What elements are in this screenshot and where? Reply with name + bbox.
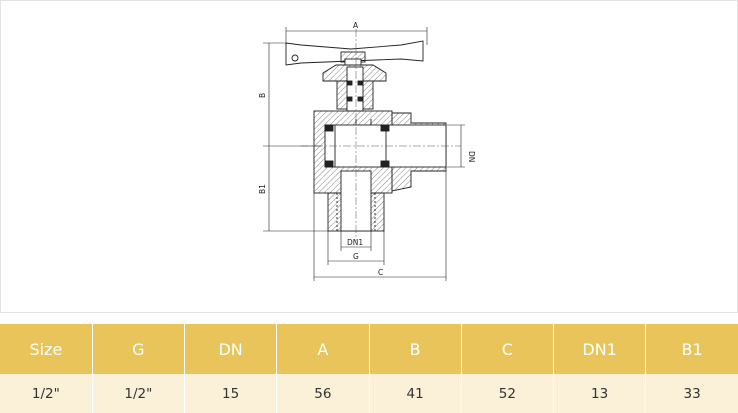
dim-label-c: C [378,268,383,277]
header-a: A [276,324,370,374]
cell-b: 41 [369,374,462,413]
cell-g: 1/2" [92,374,186,413]
cell-size: 1/2" [0,374,93,413]
header-b1: B1 [645,324,738,374]
cell-b1: 33 [645,374,738,413]
dim-label-b1: B1 [258,184,267,194]
dim-label-dn1: DN1 [347,238,363,247]
cell-c: 52 [461,374,555,413]
dim-label-dn: DN [467,151,476,162]
dim-label-g: G [353,252,359,261]
spec-table: Size G DN A B C DN1 B1 1/2" 1/2" 15 56 4… [0,324,738,413]
header-g: G [92,324,186,374]
angle-valve-drawing: A B B1 DN DN1 G C [258,21,476,281]
dimension-lines [263,27,465,281]
table-row: 1/2" 1/2" 15 56 41 52 13 33 [0,374,738,413]
drawing-panel: A B B1 DN DN1 G C [0,0,738,313]
header-size: Size [0,324,93,374]
cell-a: 56 [276,374,370,413]
cell-dn1: 13 [553,374,647,413]
dim-label-b: B [258,93,267,98]
valve-body [285,29,461,241]
header-c: C [461,324,555,374]
table-header-row: Size G DN A B C DN1 B1 [0,324,738,374]
dim-label-a: A [353,21,359,30]
cell-dn: 15 [184,374,278,413]
header-b: B [369,324,462,374]
header-dn1: DN1 [553,324,647,374]
header-dn: DN [184,324,278,374]
